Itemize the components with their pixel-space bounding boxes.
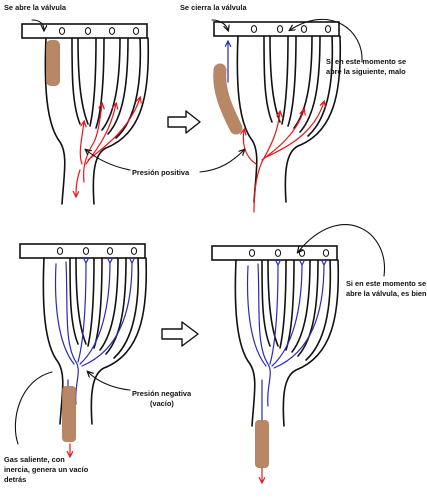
hollow-arrow-icon — [161, 321, 199, 347]
label-valve-opens-good-1: Si en este momento se — [346, 279, 426, 288]
exhaust-gas-slug — [255, 420, 269, 468]
exhaust-gas-slug — [213, 63, 243, 135]
label-negative-pressure-2: (vacío) — [150, 399, 174, 408]
panel-valve-opens-good — [211, 224, 386, 482]
label-gas-inertia-2: inercia, genera un vacío — [4, 465, 89, 474]
panel-valve-closes — [211, 18, 363, 213]
exhaust-gas-slug — [46, 40, 60, 86]
panel-valve-opens — [21, 19, 150, 205]
label-gas-inertia-3: detrás — [4, 475, 26, 484]
panel-negative-pressure — [14, 243, 148, 456]
label-gas-inertia-1: Gas saliente, con — [4, 455, 65, 464]
exhaust-gas-slug — [62, 386, 76, 442]
label-next-opens-bad-1: Si en este momento se — [326, 57, 406, 66]
label-next-opens-bad-2: abre la siguiente, malo — [326, 67, 406, 76]
label-valve-closes: Se cierra la válvula — [180, 3, 247, 12]
label-valve-opens-good-2: abre la válvula, es bien — [346, 289, 427, 298]
label-negative-pressure-1: Presión negativa — [132, 389, 192, 398]
hollow-arrow-icon — [167, 110, 201, 134]
label-valve-opens: Se abre la válvula — [4, 3, 67, 12]
label-positive-pressure: Presión positiva — [132, 168, 190, 177]
